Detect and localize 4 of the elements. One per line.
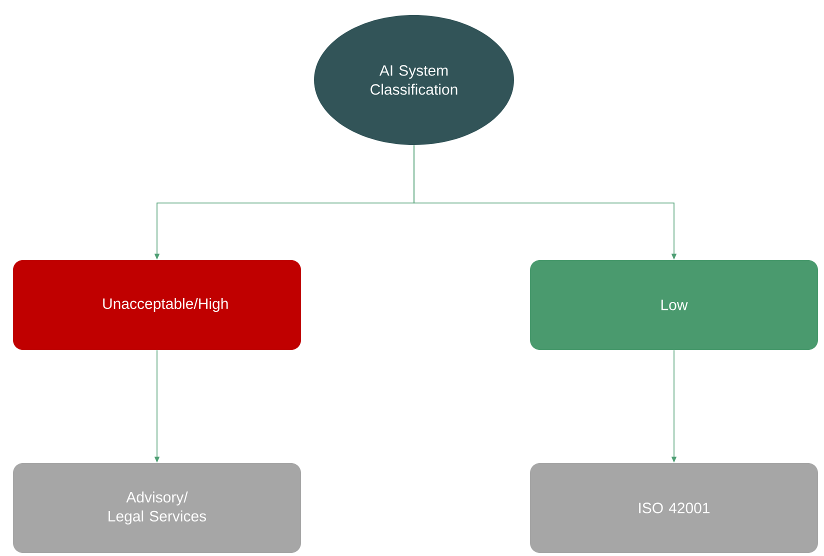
risk-box: Low <box>530 260 818 350</box>
outcome-box: ISO 42001 <box>530 462 818 553</box>
risk-box: Unacceptable/High <box>13 260 301 350</box>
outcome-box: Advisory/ Legal Services <box>13 462 301 553</box>
